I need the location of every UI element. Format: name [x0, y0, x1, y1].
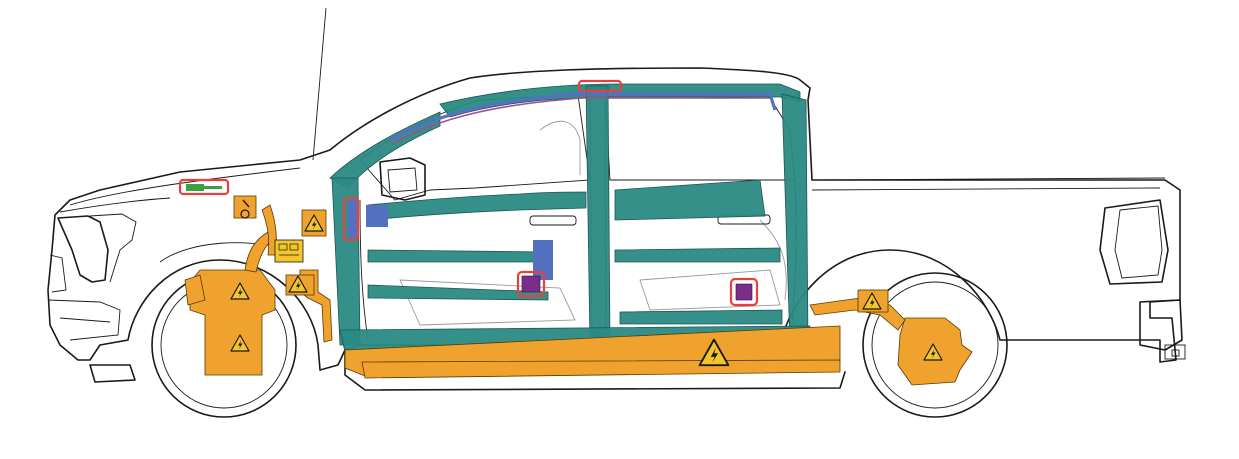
rear-wheel — [862, 272, 1008, 418]
twelve-volt-battery — [274, 239, 304, 263]
hood-battery-marker — [186, 184, 222, 191]
high-voltage-disconnect-icon — [240, 199, 250, 219]
airbag-inflators — [348, 92, 777, 280]
front-electric-motor — [189, 269, 276, 376]
highlight-frames — [178, 79, 759, 307]
antenna — [312, 7, 327, 161]
seatbelt-pretensioners — [521, 275, 753, 301]
